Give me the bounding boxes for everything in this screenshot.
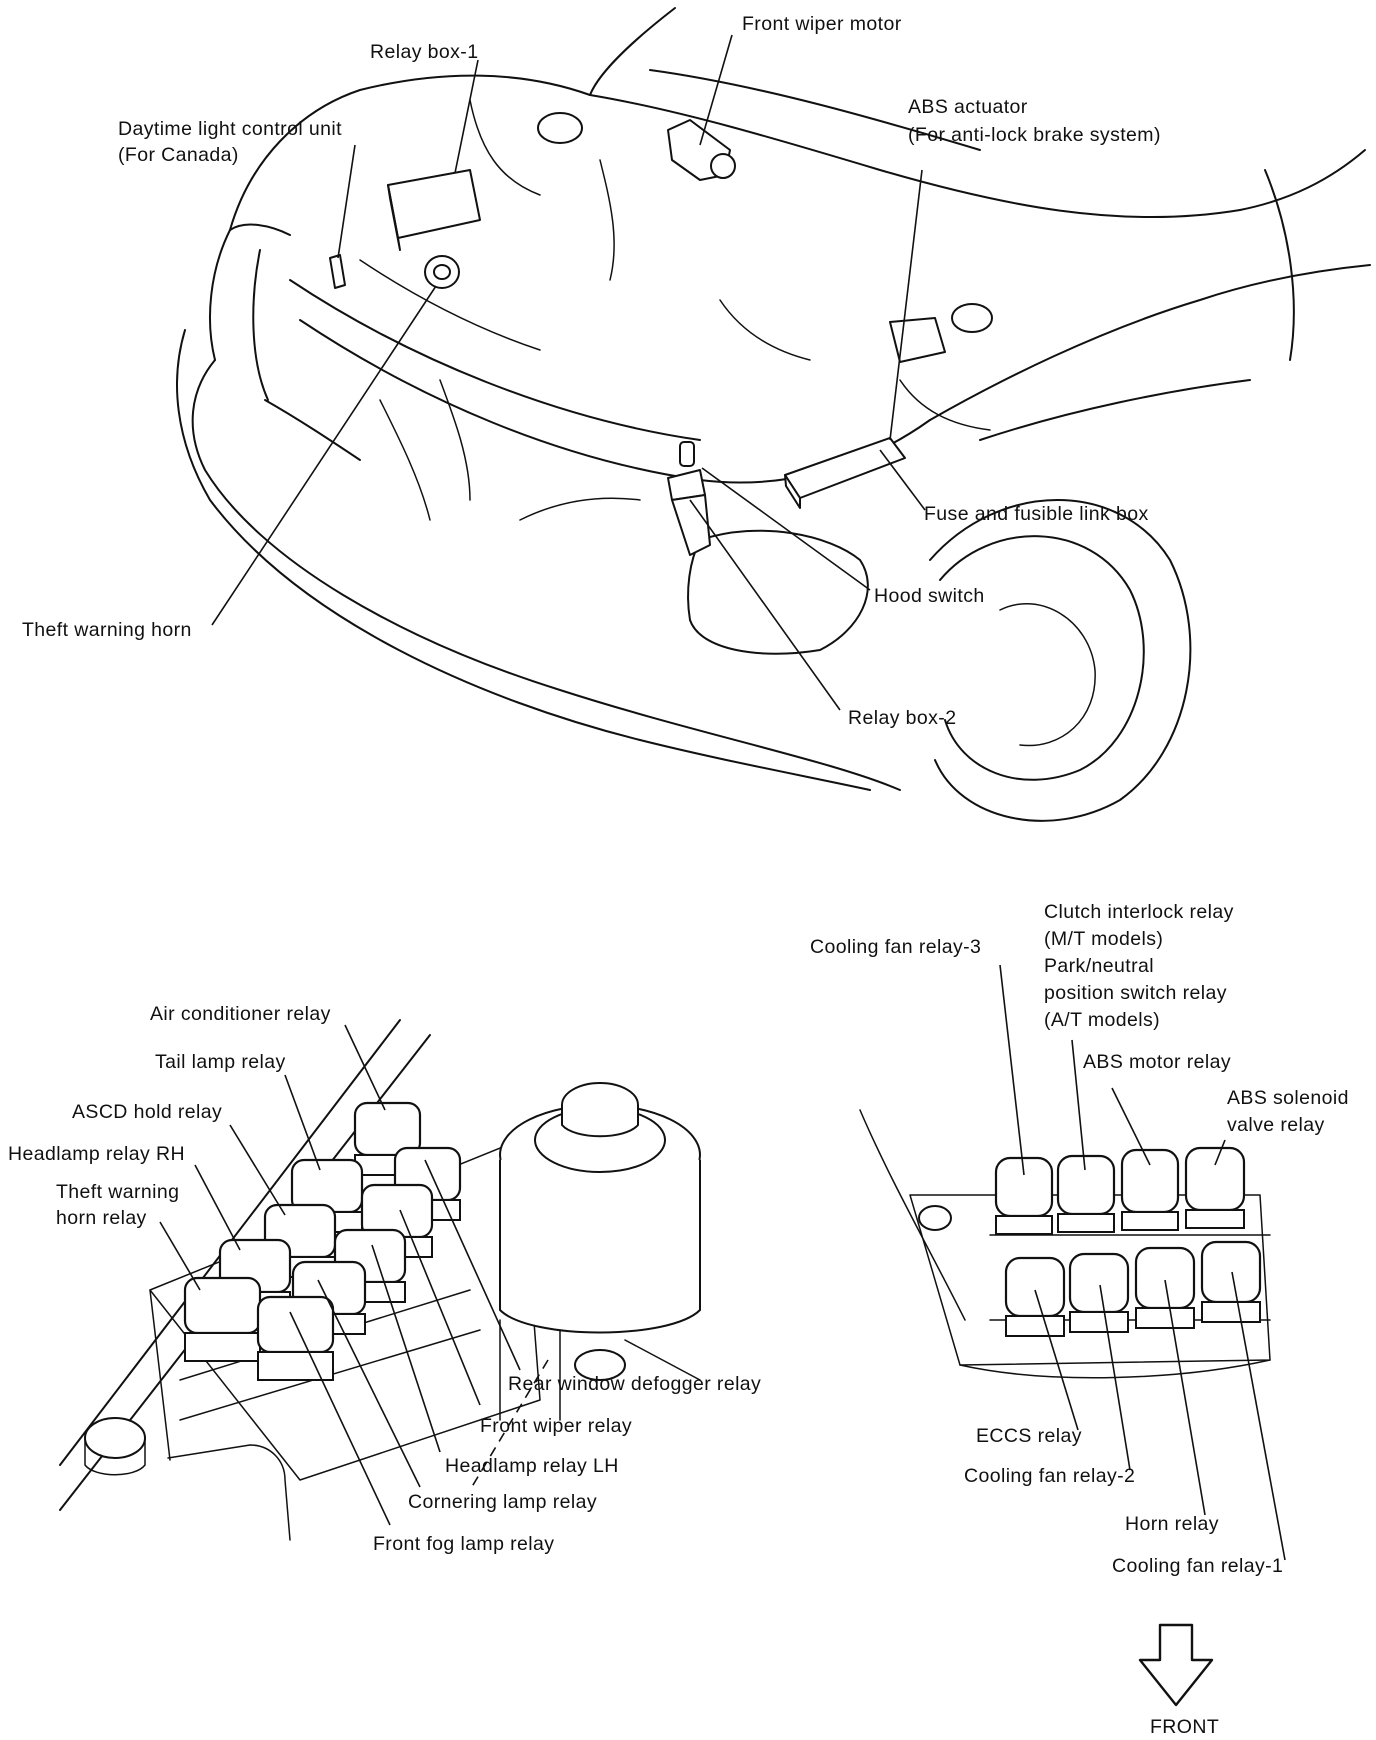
label-air-conditioner-relay: Air conditioner relay	[150, 1003, 331, 1025]
label-headlamp-relay-lh: Headlamp relay LH	[445, 1455, 619, 1477]
label-cornering-lamp-relay: Cornering lamp relay	[408, 1491, 597, 1513]
label-position-switch-at: (A/T models)	[1044, 1009, 1160, 1031]
label-ascd-hold-relay: ASCD hold relay	[72, 1101, 222, 1123]
relay-box-1-labels: Air conditioner relay Tail lamp relay AS…	[8, 1003, 761, 1555]
label-rear-window-defogger-relay: Rear window defogger relay	[508, 1373, 761, 1395]
relay-box-1-relays	[183, 1101, 462, 1381]
relay-box-2-leaders	[999, 964, 1286, 1561]
label-front-fog-lamp-relay: Front fog lamp relay	[373, 1533, 554, 1555]
label-eccs-relay: ECCS relay	[976, 1425, 1082, 1447]
relay-box-1-leaders	[159, 1024, 549, 1526]
label-position-switch-relay: position switch relay	[1044, 982, 1227, 1004]
label-abs-actuator-note: (For anti-lock brake system)	[908, 124, 1161, 146]
label-theft-warning-horn: Theft warning horn	[22, 619, 192, 641]
label-abs-solenoid-valve-relay-2: valve relay	[1227, 1114, 1325, 1136]
label-front-wiper-relay: Front wiper relay	[480, 1415, 632, 1437]
label-horn-relay: Horn relay	[1125, 1513, 1219, 1535]
label-daytime-light-control-unit: Daytime light control unit	[118, 118, 342, 140]
label-abs-actuator: ABS actuator	[908, 96, 1028, 118]
relay-box-2-relays	[994, 1146, 1262, 1337]
label-park-neutral: Park/neutral	[1044, 955, 1154, 977]
label-cooling-fan-relay-1: Cooling fan relay-1	[1112, 1555, 1283, 1577]
label-front-wiper-motor: Front wiper motor	[742, 13, 902, 35]
label-fuse-and-fusible-link-box: Fuse and fusible link box	[924, 503, 1149, 525]
label-cooling-fan-relay-3: Cooling fan relay-3	[810, 936, 981, 958]
label-clutch-interlock-mt: (M/T models)	[1044, 928, 1163, 950]
label-hood-switch: Hood switch	[874, 585, 985, 607]
relay-box-2-labels: Cooling fan relay-3 Clutch interlock rel…	[810, 901, 1349, 1577]
engine-compartment-labels: Relay box-1 Front wiper motor Daytime li…	[22, 13, 1161, 729]
label-theft-warning-horn-relay: Theft warning	[56, 1181, 179, 1203]
label-cooling-fan-relay-2: Cooling fan relay-2	[964, 1465, 1135, 1487]
label-relay-box-2: Relay box-2	[848, 707, 956, 729]
front-direction-arrow: FRONT	[1138, 1623, 1219, 1738]
engine-compartment-view	[176, 7, 1371, 822]
label-front: FRONT	[1150, 1716, 1219, 1738]
label-tail-lamp-relay: Tail lamp relay	[155, 1051, 286, 1073]
label-headlamp-relay-rh: Headlamp relay RH	[8, 1143, 185, 1165]
label-daytime-light-for-canada: (For Canada)	[118, 144, 239, 166]
label-abs-motor-relay: ABS motor relay	[1083, 1051, 1231, 1073]
engine-compartment-leaders	[211, 34, 926, 711]
label-abs-solenoid-valve-relay: ABS solenoid	[1227, 1087, 1349, 1109]
label-relay-box-1: Relay box-1	[370, 41, 478, 63]
label-theft-warning-horn-relay-2: horn relay	[56, 1207, 147, 1229]
arrow-down-icon	[1138, 1623, 1214, 1707]
label-clutch-interlock-relay: Clutch interlock relay	[1044, 901, 1234, 923]
